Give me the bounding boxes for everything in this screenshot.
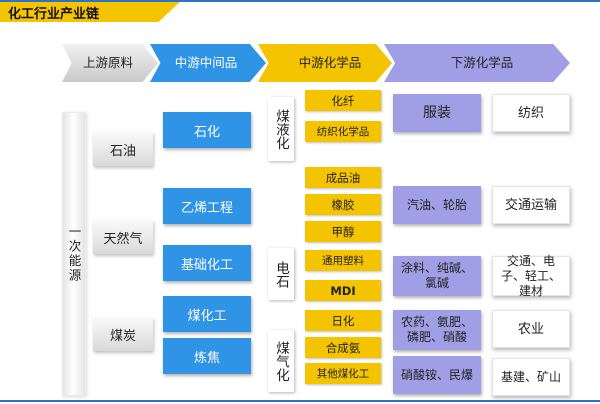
stage-midstream-chemicals: 中游化学品: [258, 44, 392, 82]
chemical-textile-chemicals: 纺织化学品: [305, 121, 381, 142]
intermediate-coal-chemicals: 煤化工: [163, 296, 251, 332]
raw-material-coal: 煤炭: [93, 317, 153, 351]
chemical-other-coal-chemicals: 其他煤化工: [305, 363, 381, 384]
downstream-pesticides-fertilizers: 农药、氨肥、磷肥、硝酸: [393, 310, 481, 350]
intermediate-coking: 炼焦: [163, 338, 251, 374]
primary-energy-label: 一次能源: [62, 112, 86, 396]
stage-upstream: 上游原料: [62, 44, 158, 82]
downstream-apparel: 服装: [393, 94, 481, 132]
end-use-agriculture: 农业: [492, 310, 570, 348]
chemical-general-plastics: 通用塑料: [305, 250, 381, 271]
chemical-chemical-fiber: 化纤: [305, 90, 381, 111]
title-banner: [0, 2, 180, 22]
chemical-refined-oil: 成品油: [305, 167, 381, 188]
end-use-transportation: 交通运输: [492, 186, 570, 224]
chemical-mdi: MDI: [305, 280, 381, 301]
stage-midstream-intermediate: 中游中间品: [150, 44, 266, 82]
intermediate-basic-chemicals: 基础化工: [163, 245, 251, 281]
intermediate-petrochemical: 石化: [163, 112, 251, 148]
raw-material-oil: 石油: [93, 132, 153, 166]
chemical-methanol: 甲醇: [305, 221, 381, 242]
title-accent-line: [0, 0, 600, 2]
raw-material-natural-gas: 天然气: [93, 220, 153, 254]
downstream-coatings-soda-chloralkali: 涂料、纯碱、氯碱: [393, 256, 481, 296]
downstream-ammonium-nitrate-explosives: 硝酸铵、民爆: [393, 356, 481, 394]
end-use-textiles: 纺织: [492, 94, 570, 132]
end-use-infrastructure-mining: 基建、矿山: [492, 358, 570, 396]
title-bar: 化工行业产业链: [0, 0, 600, 22]
chemical-daily-chemicals: 日化: [305, 310, 381, 331]
bottom-accent-line: [0, 400, 600, 402]
page-title: 化工行业产业链: [8, 7, 100, 22]
process-coal-gasification: 煤气化: [268, 330, 294, 392]
end-use-transport-electronics-industry-construction: 交通、电子、轻工、建材: [492, 254, 570, 298]
process-calcium-carbide: 电石: [268, 248, 294, 300]
chemical-synthetic-ammonia: 合成氨: [305, 337, 381, 358]
stage-downstream-chemicals: 下游化学品: [384, 44, 570, 82]
downstream-gasoline-tires: 汽油、轮胎: [393, 186, 481, 224]
intermediate-ethylene-project: 乙烯工程: [163, 188, 251, 224]
chemical-rubber: 橡胶: [305, 194, 381, 215]
process-coal-liquefaction: 煤液化: [268, 97, 294, 161]
